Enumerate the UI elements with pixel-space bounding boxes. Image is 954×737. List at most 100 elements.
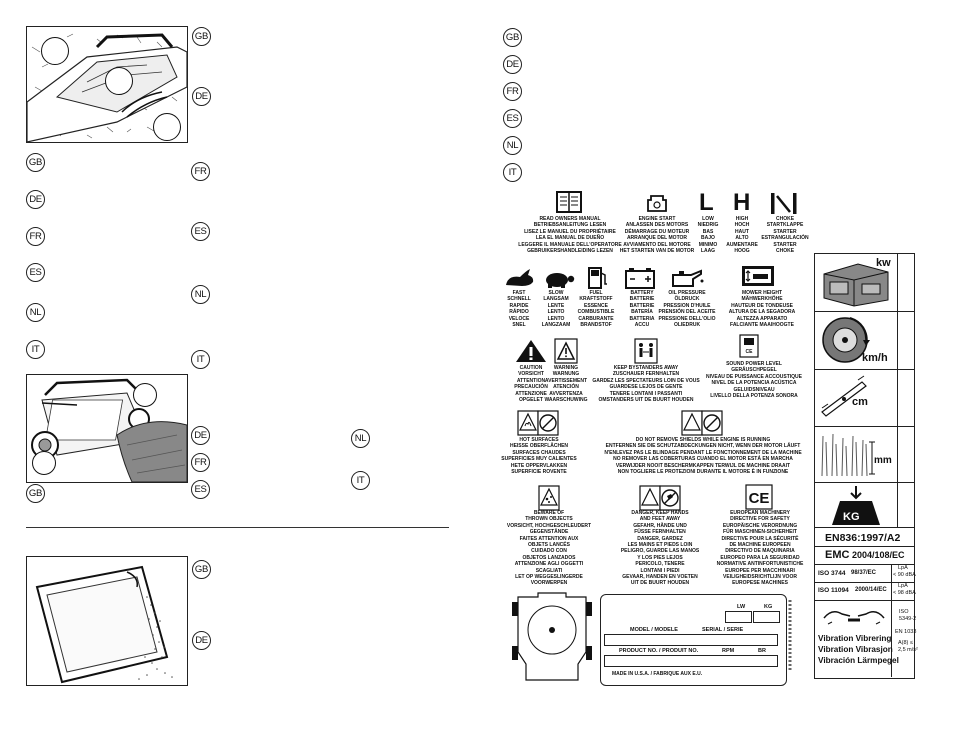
spec-kmh-label: km/h	[862, 352, 888, 364]
spec-emc-directive: 2004/108/EC	[852, 550, 905, 560]
plate-serial-label: SERIAL / SERIE	[702, 627, 744, 633]
lang-fr-badge: FR	[191, 162, 210, 181]
lang-fr-badge: FR	[26, 227, 45, 246]
sound-level-icon: CE	[739, 334, 759, 358]
lang-fr-badge: FR	[503, 82, 522, 101]
figure-grass-catcher	[26, 26, 188, 143]
callout-2	[105, 67, 133, 95]
label-choke: CHOKE STARTKLAPPE STARTER ESTRANGULACIÓN…	[761, 216, 809, 255]
plate-kg-label: KG	[764, 604, 773, 610]
spec-row-divider	[814, 527, 914, 528]
spec-col-divider	[891, 564, 892, 582]
low-icon: L	[699, 189, 714, 216]
bystanders-icon	[634, 338, 658, 364]
svg-text:CE: CE	[749, 490, 770, 507]
empty-catcher-illustration	[35, 565, 173, 684]
spec-kw-label: kw	[876, 257, 891, 269]
plate-kg-box	[753, 611, 780, 623]
keep-hands-icon	[639, 485, 681, 511]
lang-it-badge: IT	[191, 350, 210, 369]
label-oil-pressure: OIL PRESSURE ÖLDRUCK PRESSION D'HUILE PR…	[658, 290, 716, 329]
label-warning: WARNING WARNUNG AVERTISSEMENT ATENCIÓN A…	[544, 365, 588, 404]
spec-cm-label: cm	[852, 396, 868, 408]
spec-col-divider	[891, 582, 892, 600]
label-read-manual: READ OWNERS MANUAL BETRIEBSANLEITUNG LES…	[518, 216, 622, 255]
spec-mm-label: mm	[874, 455, 892, 466]
lang-de-badge: DE	[191, 426, 210, 445]
plate-lw-label: LW	[737, 604, 746, 610]
engine-icon	[823, 263, 889, 307]
lang-nl-badge: NL	[191, 285, 210, 304]
turtle-icon	[546, 273, 575, 288]
section-divider	[26, 527, 449, 528]
engine-start-icon	[647, 195, 667, 212]
spec-lpa2-value: < 98 dBA	[893, 590, 916, 596]
caution-icon	[516, 340, 546, 362]
lang-gb-badge: GB	[192, 560, 211, 579]
plate-rpm-label: RPM	[722, 648, 735, 654]
plate-model-box	[604, 634, 778, 646]
callout-1	[41, 37, 69, 65]
callout-2	[32, 451, 56, 475]
spec-iso11094-directive: 2000/14/EC	[855, 587, 887, 593]
lang-es-badge: ES	[503, 109, 522, 128]
vibration-hands-icon	[823, 611, 885, 625]
oil-can-icon	[672, 269, 704, 287]
plate-vertical-text-strip	[788, 600, 792, 670]
label-mower-height: MOWER HEIGHT MÄHWERKHÖHE HAUTEUR DE TOND…	[728, 290, 796, 329]
spec-row-divider	[814, 482, 914, 483]
mower-height-icon	[742, 266, 774, 286]
label-battery: BATTERY BATTERIE BATTERIE BATERÍA BATTER…	[629, 290, 655, 329]
spec-lpa1: LpA	[898, 565, 908, 571]
svg-text:CE: CE	[746, 349, 754, 355]
callout-1	[133, 383, 157, 407]
lang-de-badge: DE	[192, 631, 211, 650]
spec-en1033: EN 1033	[895, 629, 917, 635]
lang-es-badge: ES	[26, 263, 45, 282]
ce-mark-icon: CE	[745, 484, 773, 510]
spec-aeq: A(8) ≤ 2,5 m/s²	[898, 640, 918, 653]
spec-row-divider	[814, 582, 914, 583]
label-keep-bystanders-away: KEEP BYSTANDERS AWAY ZUSCHAUER FERNHALTE…	[592, 365, 700, 404]
weight-icon	[832, 486, 880, 525]
warning-icon	[554, 338, 578, 364]
spec-iso11094: ISO 11094	[818, 587, 849, 594]
grass-catcher-illustration	[27, 27, 187, 142]
spec-vibration-line-3: Vibración Lärmpegel	[818, 656, 899, 665]
spec-table	[814, 253, 915, 679]
label-caution: CAUTION VORSICHT ATTENTION PRECAUCIÓN AT…	[514, 365, 548, 404]
mower-deck-diagram	[512, 592, 592, 681]
attach-catcher-illustration	[31, 378, 187, 482]
label-do-not-remove-shields: DO NOT REMOVE SHIELDS WHILE ENGINE IS RU…	[604, 437, 802, 476]
lang-es-badge: ES	[191, 480, 210, 499]
label-low: LOW NIEDRIG BAS BAJO MINIMO LAAG	[697, 216, 719, 255]
label-keep-hands-feet-away: DANGER, KEEP HANDS AND FEET AWAY GEFAHR,…	[620, 510, 700, 587]
spec-lpa2: LpA	[898, 583, 908, 589]
lang-de-badge: DE	[503, 55, 522, 74]
plate-product-label: PRODUCT NO. / PRODUIT NO.	[619, 648, 699, 654]
spec-lpa1-value: < 90 dBA	[893, 572, 916, 578]
high-icon: H	[733, 189, 751, 216]
hot-surface-icon	[517, 410, 559, 436]
label-fuel: FUEL KRAFTSTOFF ESSENCE COMBUSTIBLE CARB…	[577, 290, 615, 329]
lang-gb-badge: GB	[503, 28, 522, 47]
label-slow: SLOW LANGSAM LENTE LENTO LENTO LANGZAAM	[541, 290, 571, 329]
spec-row-divider	[814, 369, 914, 370]
plate-lw-box	[725, 611, 752, 623]
lang-de-badge: DE	[192, 87, 211, 106]
lang-nl-badge: NL	[351, 429, 370, 448]
lang-gb-badge: GB	[192, 27, 211, 46]
spec-table-divider	[897, 253, 898, 527]
thrown-objects-icon	[538, 485, 560, 511]
spec-row-divider	[814, 311, 914, 312]
spec-row-divider	[814, 546, 914, 547]
wheel-icon	[822, 317, 870, 363]
spec-col-divider	[891, 600, 892, 677]
plate-br-label: BR	[758, 648, 766, 654]
label-european-machinery: EUROPEAN MACHINERY DIRECTIVE FOR SAFETY …	[716, 510, 804, 587]
grass-height-icon	[821, 433, 875, 477]
lang-it-badge: IT	[26, 340, 45, 359]
spec-row-divider	[814, 600, 914, 601]
shield-icon	[681, 410, 723, 436]
spec-vibration-line-2: Vibration Vibrasjon	[818, 645, 893, 654]
